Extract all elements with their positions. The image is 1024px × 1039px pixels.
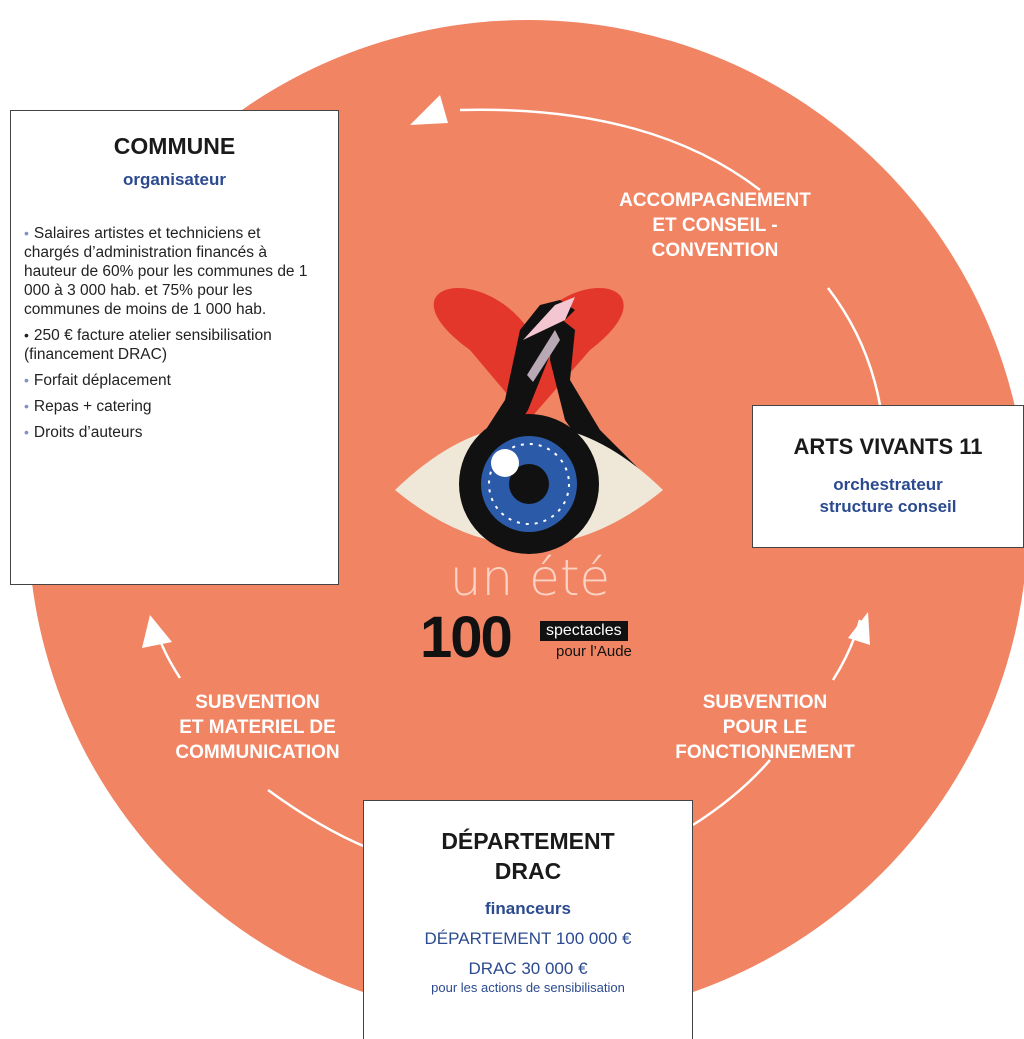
commune-subtitle: organisateur [123, 170, 226, 189]
arts-vivants-subtitle-2: structure conseil [819, 497, 957, 516]
bullet-icon: • [24, 327, 29, 343]
commune-box: COMMUNE organisateur •Salaires artistes … [10, 110, 339, 585]
arrow-top-curve [459, 108, 761, 191]
logo-word: spectacles [540, 621, 628, 641]
departement-subtitle: financeurs [485, 899, 571, 918]
commune-item: •250 € facture atelier sensibilisation (… [24, 327, 272, 363]
arrow-left-head [142, 615, 172, 648]
logo-tagline-un-ete: un été [449, 549, 611, 607]
departement-title-1: DÉPARTEMENT [441, 828, 615, 854]
flow-label-top-right: ACCOMPAGNEMENT ET CONSEIL - CONVENTION [619, 190, 811, 261]
arrow-bottom-left-curve [267, 788, 369, 850]
flow-label-bottom-right: SUBVENTION POUR LE FONCTIONNEMENT [675, 692, 855, 763]
departement-amount: DÉPARTEMENT 100 000 € [424, 929, 632, 948]
commune-item: •Forfait déplacement [24, 372, 171, 389]
logo-subtitle: pour l’Aude [556, 643, 632, 660]
drac-amount: DRAC 30 000 € [468, 959, 588, 978]
commune-item: •Droits d’auteurs [24, 424, 143, 441]
drac-amount-note: pour les actions de sensibilisation [431, 980, 625, 995]
arrow-top-head [410, 95, 448, 125]
commune-title: COMMUNE [113, 133, 236, 159]
commune-item: •Repas + catering [24, 398, 152, 415]
bullet-icon: • [24, 424, 29, 440]
arrow-right-curve [827, 287, 882, 406]
flow-label-bottom-left: SUBVENTION ET MATERIEL DE COMMUNICATION [175, 692, 340, 763]
bullet-icon: • [24, 372, 29, 388]
departement-box: DÉPARTEMENT DRAC financeurs DÉPARTEMENT … [363, 800, 693, 1039]
bullet-icon: • [24, 225, 29, 241]
departement-title-2: DRAC [494, 858, 562, 884]
logo-number: 100 [420, 605, 513, 670]
eye-icon [395, 414, 663, 554]
arts-vivants-box: ARTS VIVANTS 11 orchestrateur structure … [752, 405, 1024, 548]
commune-cost-list: •Salaires artistes et techniciens et cha… [24, 224, 308, 442]
arrow-lower-right-head [848, 612, 870, 645]
arts-vivants-title: ARTS VIVANTS 11 [793, 434, 983, 459]
commune-item: •Salaires artistes et techniciens et cha… [24, 225, 308, 318]
arrow-bottom-right-curve [692, 759, 771, 827]
arts-vivants-subtitle-1: orchestrateur [833, 475, 943, 494]
bullet-icon: • [24, 398, 29, 414]
